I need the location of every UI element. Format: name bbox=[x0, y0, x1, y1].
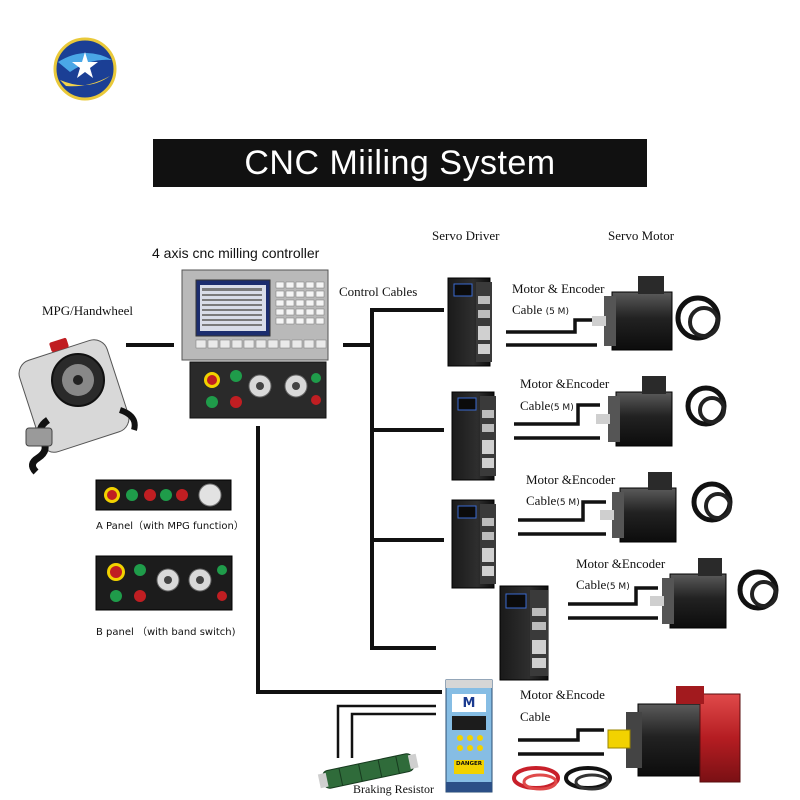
servo-motor-2 bbox=[596, 376, 727, 447]
cnc-controller-image bbox=[181, 269, 329, 419]
cable-label-4-word: Cable bbox=[576, 577, 607, 592]
servo-driver-1 bbox=[447, 277, 492, 367]
panel-b-label: B panel （with band switch) bbox=[96, 627, 236, 638]
motor-cable-5a bbox=[518, 728, 604, 742]
spindle-driver-brand: M bbox=[462, 695, 476, 711]
motor-cable-4a bbox=[568, 586, 658, 606]
cable-label-3-word: Cable bbox=[526, 493, 557, 508]
cable-label-3-line1: Motor &Encoder bbox=[526, 472, 616, 487]
motor-cable-1a bbox=[506, 318, 597, 334]
servo-motor-label: Servo Motor bbox=[608, 228, 675, 243]
cable-label-4-length: (5 M) bbox=[606, 582, 630, 592]
control-cables-label: Control Cables bbox=[339, 284, 418, 299]
motor-cable-3a bbox=[518, 500, 606, 522]
servo-driver-2 bbox=[451, 391, 496, 481]
cable-label-3-line2: Cable(5 M) bbox=[526, 493, 580, 509]
servo-driver-label: Servo Driver bbox=[432, 228, 500, 243]
cable-label-1-line1: Motor & Encoder bbox=[512, 281, 605, 296]
page-title: CNC Miiling System bbox=[153, 139, 647, 187]
power-cables-image bbox=[512, 766, 612, 791]
cable-label-5-line1: Motor &Encode bbox=[520, 687, 605, 702]
mpg-label: MPG/Handwheel bbox=[42, 303, 133, 318]
spindle-driver-image bbox=[445, 679, 493, 793]
servo-motor-3 bbox=[600, 472, 733, 543]
panel-b-image bbox=[95, 555, 233, 611]
cable-label-1-line2: Cable (5 M) bbox=[512, 302, 569, 318]
motor-cables bbox=[506, 318, 658, 756]
wiring bbox=[126, 308, 444, 694]
braking-resistor-image bbox=[317, 704, 436, 789]
cable-label-5-line2: Cable bbox=[520, 709, 551, 724]
servo-motor-1 bbox=[592, 276, 721, 351]
spindle-motor-image bbox=[607, 686, 741, 783]
spindle-driver-warning: DANGER bbox=[456, 761, 482, 767]
cable-label-1-word: Cable bbox=[512, 302, 543, 317]
panel-a-image bbox=[95, 479, 232, 511]
mpg-handwheel-image bbox=[18, 337, 138, 475]
cable-label-3-length: (5 M) bbox=[556, 498, 580, 508]
panel-a-label: A Panel（with MPG function） bbox=[96, 521, 244, 532]
brand-logo bbox=[53, 37, 117, 101]
braking-resistor-label: Braking Resistor bbox=[353, 782, 434, 796]
cable-label-4-line1: Motor &Encoder bbox=[576, 556, 666, 571]
servo-motor-4 bbox=[650, 558, 779, 629]
cable-label-2-line1: Motor &Encoder bbox=[520, 376, 610, 391]
cable-label-1-length: (5 M) bbox=[545, 307, 569, 317]
motor-cable-2a bbox=[514, 403, 600, 426]
servo-driver-4 bbox=[499, 585, 549, 681]
cable-label-2-length: (5 M) bbox=[550, 403, 574, 413]
cable-label-2-word: Cable bbox=[520, 398, 551, 413]
cable-label-4-line2: Cable(5 M) bbox=[576, 577, 630, 593]
cable-label-2-line2: Cable(5 M) bbox=[520, 398, 574, 414]
controller-label: 4 axis cnc milling controller bbox=[152, 245, 320, 261]
servo-driver-3 bbox=[451, 499, 496, 589]
